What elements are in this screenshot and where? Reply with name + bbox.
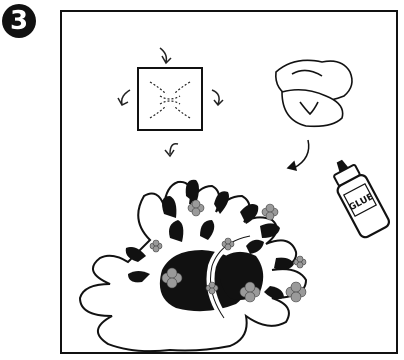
- arrow-bottom-icon: [170, 144, 178, 154]
- arrow-down-icon: [288, 140, 309, 170]
- arrow-left-icon: [122, 90, 130, 104]
- folded-square-icon: [118, 48, 223, 156]
- glue-bottle-icon: GLUE: [325, 154, 391, 240]
- paper-pieces-icon: [276, 60, 352, 126]
- arrow-top-icon: [160, 48, 166, 62]
- handprint-tree-icon: [80, 180, 306, 351]
